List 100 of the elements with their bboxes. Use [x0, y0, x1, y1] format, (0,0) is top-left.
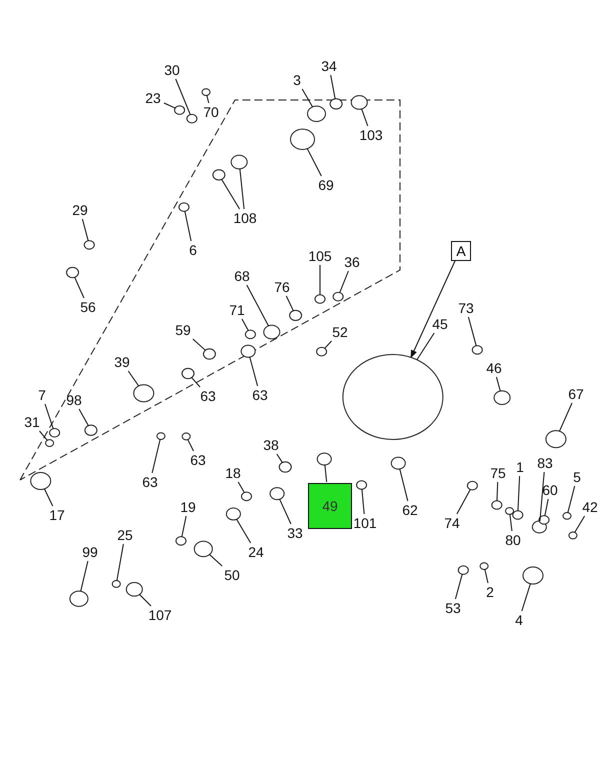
callout-number: 45: [432, 316, 448, 332]
callout-number: 29: [72, 202, 88, 218]
callout-number: 59: [175, 322, 191, 338]
leader-line: [496, 376, 501, 392]
callout-number: 50: [224, 567, 240, 583]
circle: [178, 202, 190, 212]
circle: [472, 345, 483, 355]
leader-line: [39, 430, 48, 441]
circle: [226, 508, 241, 520]
leader-line: [44, 404, 54, 430]
leader-line: [521, 583, 531, 612]
callout-number: 18: [225, 465, 241, 481]
circle: [45, 439, 54, 447]
callout-number: 19: [180, 499, 196, 515]
leader-line: [306, 148, 322, 176]
leader-line: [496, 482, 498, 502]
circle: [84, 240, 95, 250]
callout-number: 36: [344, 254, 360, 270]
callout-number: 5: [573, 469, 581, 485]
callout-number: 34: [321, 58, 337, 74]
circle: [126, 582, 143, 597]
leader-line: [44, 488, 54, 506]
circle: [458, 565, 469, 575]
circle: [466, 480, 478, 490]
leader-line: [574, 516, 586, 533]
leader-line: [80, 560, 88, 592]
leader-line: [139, 594, 152, 606]
circle: [522, 566, 544, 584]
leader-line: [236, 518, 252, 544]
circle: [244, 330, 256, 340]
callout-number: 101: [353, 515, 377, 531]
callout-number: 105: [308, 248, 332, 264]
leader-line: [238, 482, 245, 494]
circle: [202, 88, 211, 96]
circle: [175, 536, 186, 546]
callout-number: 76: [274, 279, 290, 295]
leader-line: [558, 402, 572, 432]
circle: [342, 354, 444, 440]
leader-line: [187, 439, 194, 452]
callout-number: 63: [200, 388, 216, 404]
leader-line: [330, 74, 336, 100]
leader-line: [468, 316, 477, 346]
callout-number: 73: [458, 300, 474, 316]
arrow: [410, 260, 456, 358]
highlighted-callout: 49: [308, 483, 352, 529]
leader-line: [456, 488, 471, 514]
circle: [568, 532, 578, 540]
callout-number: 63: [142, 474, 158, 490]
leader-line: [276, 454, 283, 464]
callout-number: 83: [537, 455, 553, 471]
callout-number: 2: [486, 584, 494, 600]
callout-number: 68: [234, 268, 250, 284]
leader-line: [286, 296, 294, 312]
callout-number: 71: [229, 302, 245, 318]
leader-line: [181, 516, 187, 538]
circle: [182, 368, 195, 380]
callout-number: 63: [252, 387, 268, 403]
circle: [289, 310, 302, 322]
callout-number: 99: [82, 544, 98, 560]
circle: [186, 114, 198, 124]
callout-number: 67: [568, 386, 584, 402]
callout-number: 6: [189, 242, 197, 258]
callout-number: 30: [164, 62, 180, 78]
circle: [174, 105, 186, 115]
callout-number: 1: [516, 459, 524, 475]
callout-number: 25: [117, 527, 133, 543]
leader-line: [192, 338, 206, 351]
leader-line: [509, 514, 512, 532]
leader-line: [416, 332, 435, 360]
circle: [330, 98, 343, 110]
callout-number: 75: [490, 465, 506, 481]
circle: [356, 480, 368, 490]
callout-number: 60: [542, 482, 558, 498]
leader-line: [208, 554, 223, 566]
circle: [314, 294, 326, 304]
leader-line: [249, 356, 258, 386]
circle: [212, 169, 226, 180]
callout-number: 108: [233, 210, 257, 226]
circle: [240, 344, 256, 358]
leader-line: [206, 94, 210, 104]
callout-number: 23: [145, 90, 161, 106]
circle: [182, 432, 191, 440]
leader-line: [484, 568, 488, 584]
callout-number: 69: [318, 177, 334, 193]
callout-number: 62: [402, 502, 418, 518]
callout-number: 3: [293, 72, 301, 88]
circle: [156, 432, 166, 440]
circle: [194, 540, 213, 558]
callout-number: 46: [486, 360, 502, 376]
callout-number: 98: [66, 392, 82, 408]
circle: [290, 128, 315, 150]
leader-line: [517, 476, 520, 512]
leader-line: [175, 78, 191, 116]
circle: [562, 512, 572, 520]
callout-number: 4: [515, 612, 523, 628]
circle: [316, 346, 328, 356]
callout-number: 52: [332, 324, 348, 340]
circle: [332, 292, 344, 302]
leader-line: [399, 468, 408, 502]
leader-line: [339, 270, 349, 294]
